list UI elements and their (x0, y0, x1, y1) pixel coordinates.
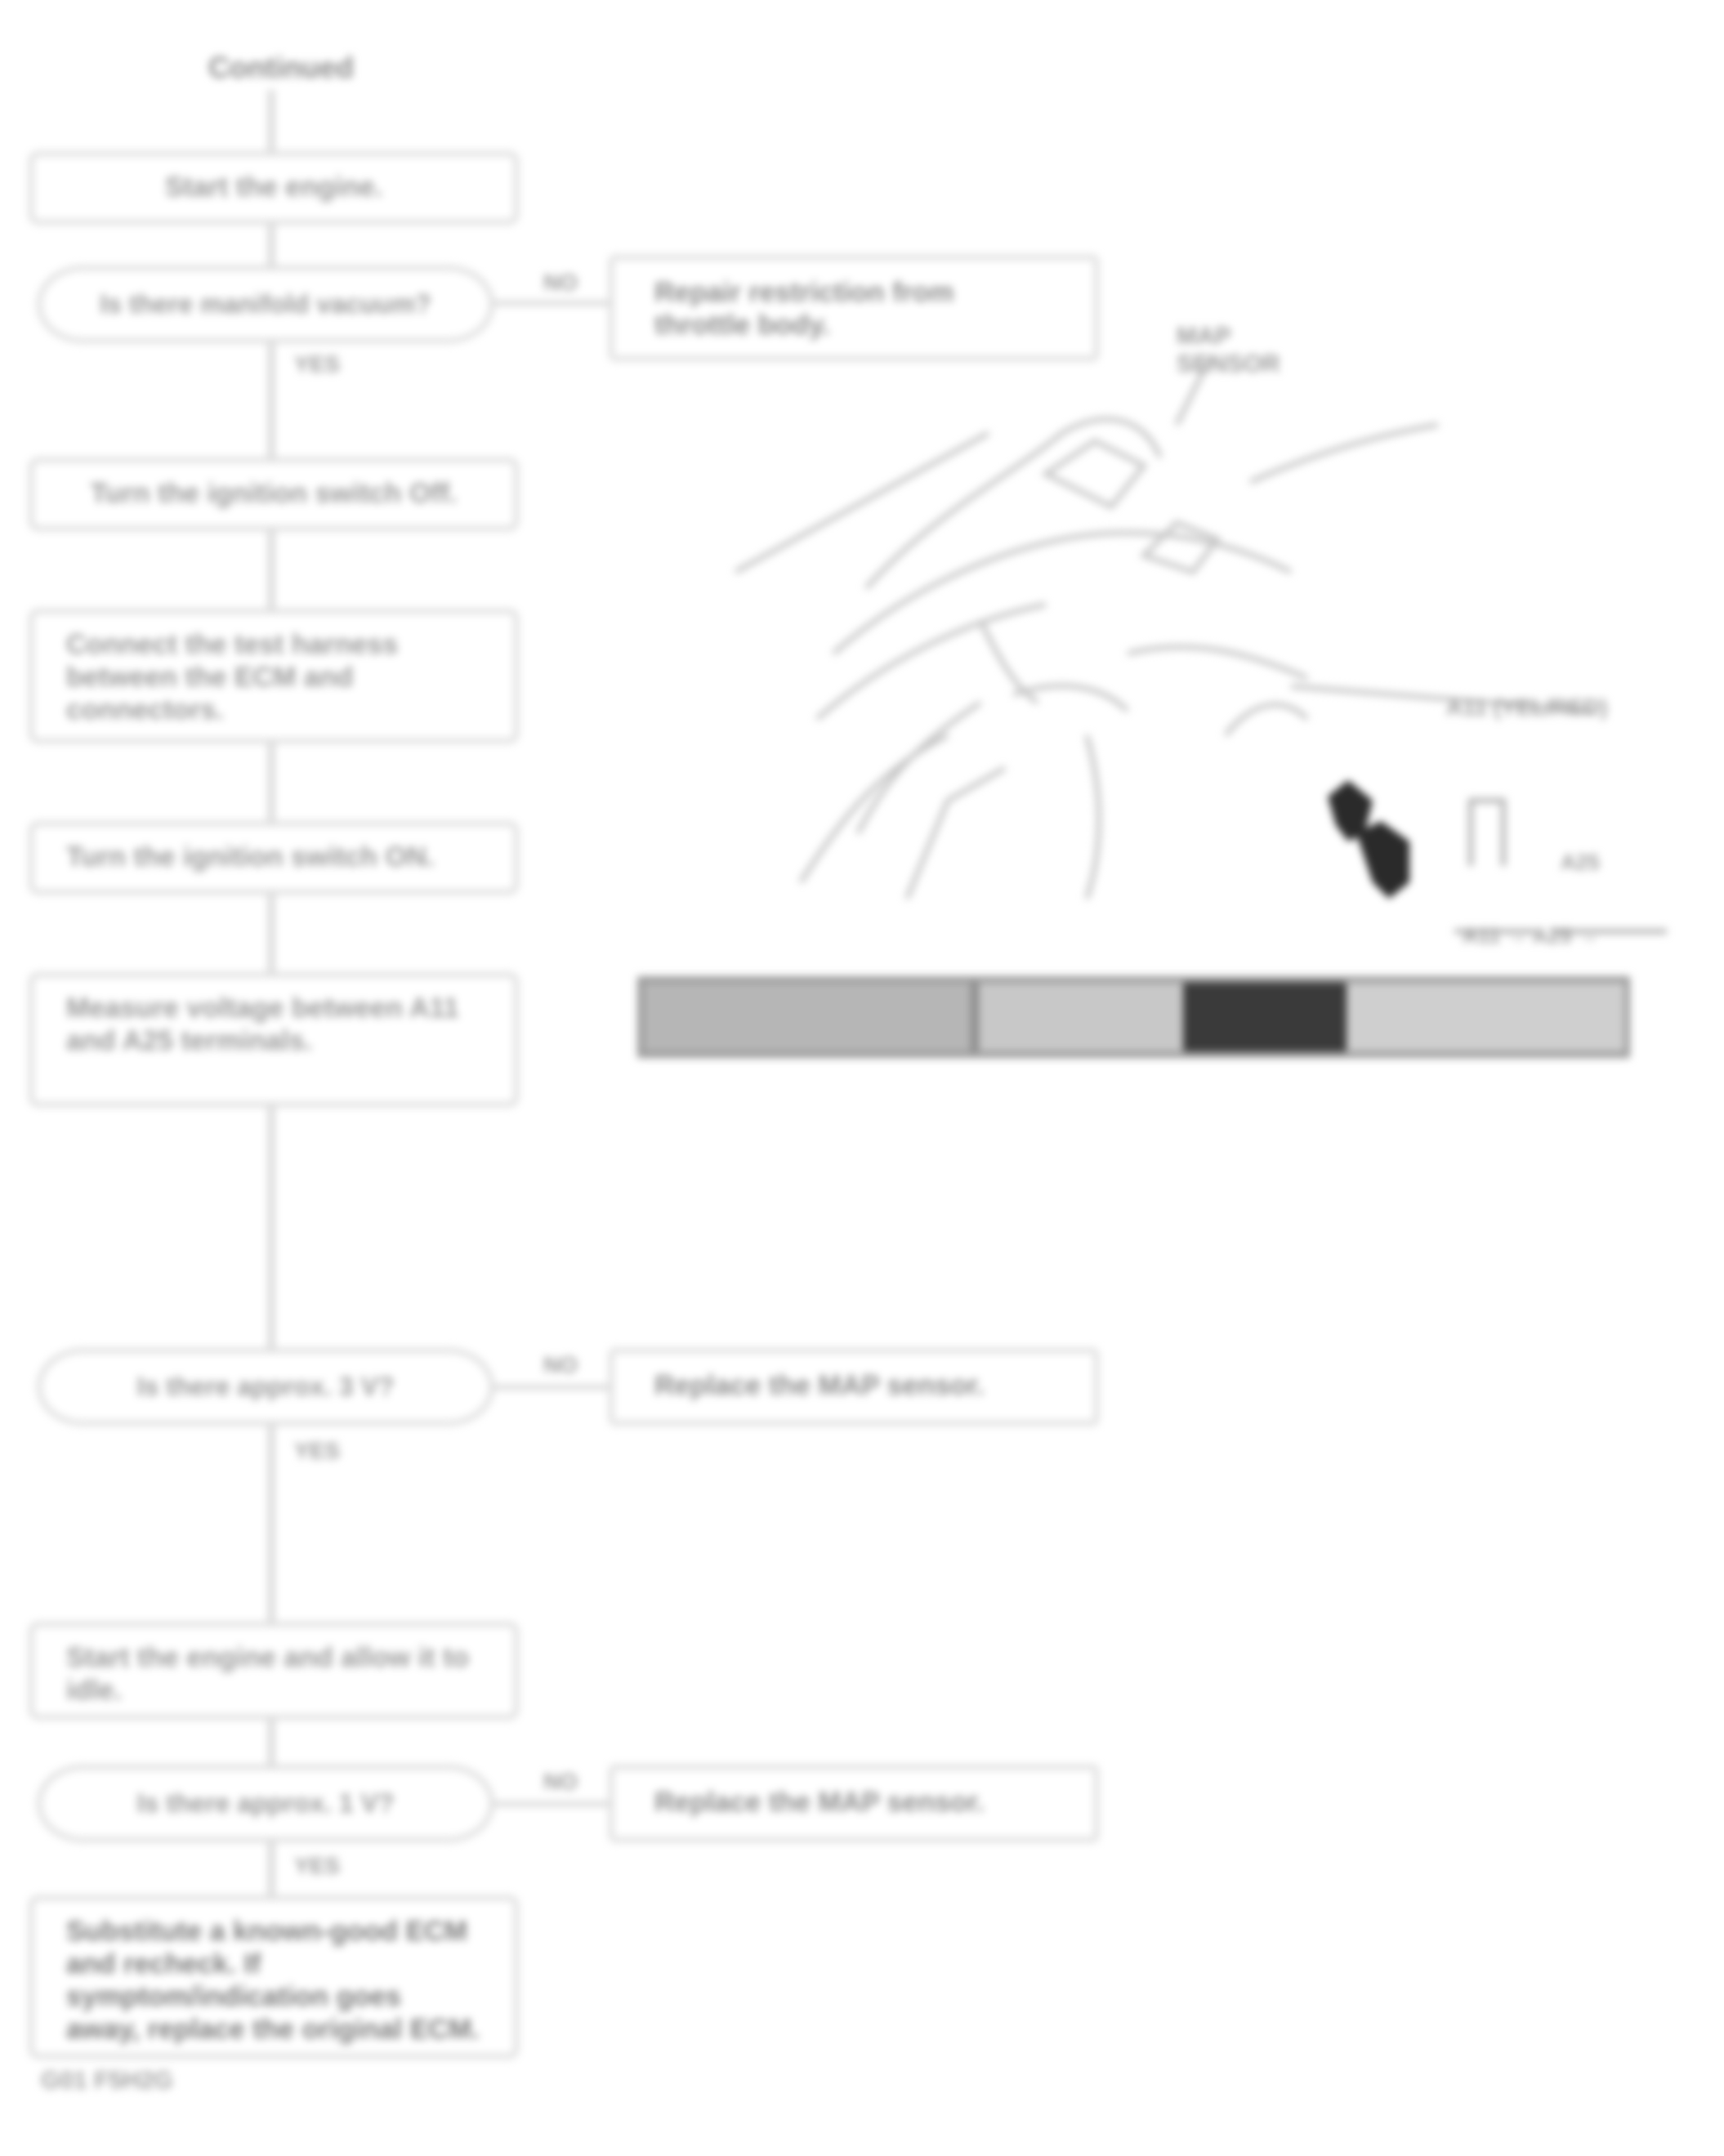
no-branch-line-3 (494, 1801, 609, 1806)
flow-start-label: Continued (208, 51, 354, 84)
step-ignition-off: Turn the ignition switch Off. (29, 458, 519, 531)
harness-segment-2 (979, 983, 1183, 1051)
no-branch-line-2 (494, 1385, 609, 1390)
test-harness-strip (637, 976, 1630, 1058)
harness-segment-dark (1183, 983, 1347, 1051)
map-sensor-label: MAP SENSOR (1177, 323, 1280, 377)
step-substitute-ecm: Substitute a known-good ECM and recheck.… (29, 1895, 519, 2059)
step-connect-harness: Connect the test harness between the ECM… (29, 609, 519, 743)
no-label-1: NO (543, 270, 578, 295)
yes-label-1: YES (294, 351, 341, 377)
probe-label: A11 → A25 → (1463, 923, 1599, 948)
decision-3v: Is there approx. 3 V? (37, 1348, 494, 1426)
step-ignition-on: Turn the ignition switch ON. (29, 821, 519, 895)
no-label-2: NO (543, 1352, 578, 1377)
action-repair-restriction: Repair restriction from throttle body. (609, 255, 1099, 361)
figure-code: G01 F5H2G (41, 2067, 173, 2094)
step-measure-voltage: Measure voltage between A11 and A25 term… (29, 972, 519, 1107)
engine-illustration (734, 358, 1667, 934)
decision-1v: Is there approx. 1 V? (37, 1765, 494, 1842)
wire-label: A11 (YEL/RED) (1446, 694, 1608, 720)
no-branch-line-1 (494, 301, 609, 306)
no-label-3: NO (543, 1769, 578, 1794)
yes-label-2: YES (294, 1438, 341, 1463)
harness-segment-3 (1347, 983, 1624, 1051)
harness-segment-1 (644, 983, 979, 1051)
step-idle: Start the engine and allow it to idle. (29, 1622, 519, 1720)
action-replace-map-1: Replace the MAP sensor. (609, 1348, 1099, 1426)
action-replace-map-2: Replace the MAP sensor. (609, 1765, 1099, 1842)
decision-vacuum: Is there manifold vacuum? (37, 266, 494, 343)
yes-label-3: YES (294, 1853, 341, 1878)
small-label: A25 (1561, 850, 1600, 874)
step-start-engine: Start the engine. (29, 151, 519, 225)
